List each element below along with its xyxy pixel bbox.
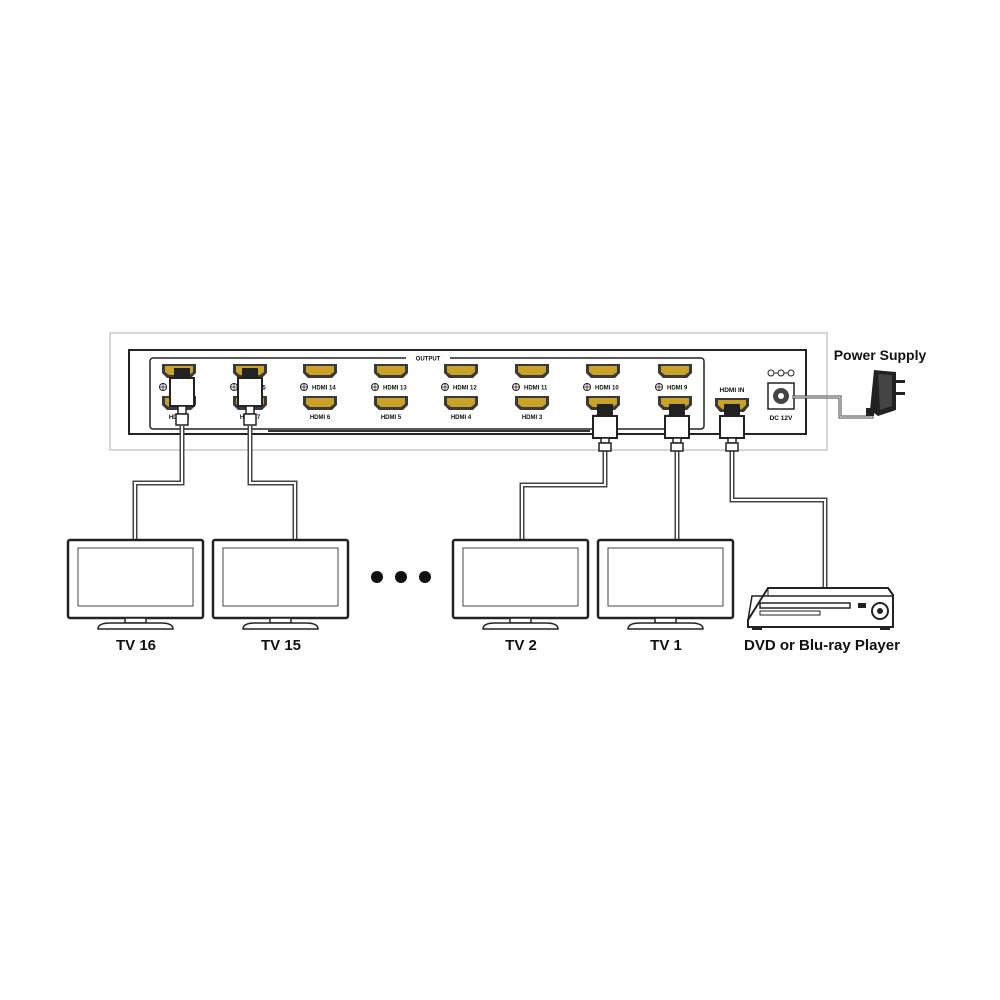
output-label: OUTPUT <box>416 357 441 363</box>
dc-polarity-icon <box>767 369 795 377</box>
tv-15: TV 15 <box>211 538 350 654</box>
port-label-hdmi-10: HDMI 10 <box>595 386 619 392</box>
hdmi-output-port-hdmi-6[interactable] <box>303 396 337 410</box>
hdmi-output-port-hdmi-12[interactable] <box>444 364 478 378</box>
port-label-hdmi-9: HDMI 9 <box>667 386 688 392</box>
tv-16-label: TV 16 <box>116 637 156 654</box>
port-label-hdmi-12: HDMI 12 <box>453 386 477 392</box>
power-adapter-icon <box>866 370 905 416</box>
hdmi-output-port-hdmi-10[interactable] <box>586 364 620 378</box>
port-label-hdmi-13: HDMI 13 <box>383 386 407 392</box>
hdmi-cables <box>132 426 828 588</box>
hdmi-plug-tv2 <box>592 404 618 452</box>
port-label-hdmi-4: HDMI 4 <box>451 415 472 421</box>
dc-12v-label: DC 12V <box>770 415 793 422</box>
dvd-player-icon <box>747 587 894 630</box>
source-label: DVD or Blu-ray Player <box>744 637 900 654</box>
tv-1-label: TV 1 <box>650 637 682 654</box>
hdmi-output-port-hdmi-14[interactable] <box>303 364 337 378</box>
hdmi-output-port-hdmi-9[interactable] <box>658 364 692 378</box>
hdmi-output-port-hdmi-4[interactable] <box>444 396 478 410</box>
hdmi-plug-tv1 <box>664 404 690 452</box>
port-label-hdmi-5: HDMI 5 <box>381 415 402 421</box>
tv-1: TV 1 <box>596 538 735 654</box>
hdmi-output-port-hdmi-3[interactable] <box>515 396 549 410</box>
hdmi-plug-tv15 <box>237 368 263 426</box>
tv-2-label: TV 2 <box>505 637 537 654</box>
ellipsis-dots <box>371 571 431 583</box>
port-label-hdmi-14: HDMI 14 <box>312 386 336 392</box>
hdmi-output-port-hdmi-5[interactable] <box>374 396 408 410</box>
hdmi-in-label: HDMI IN <box>720 387 745 394</box>
tv-2: TV 2 <box>451 538 590 654</box>
port-label-hdmi-3: HDMI 3 <box>522 415 543 421</box>
hdmi-output-port-hdmi-13[interactable] <box>374 364 408 378</box>
tv-16: TV 16 <box>66 538 205 654</box>
port-label-hdmi-11: HDMI 11 <box>524 386 548 392</box>
power-supply-label: Power Supply <box>834 347 927 363</box>
hdmi-plug-tv16 <box>169 368 195 426</box>
tv-15-label: TV 15 <box>261 637 301 654</box>
hdmi-plug-input <box>719 404 745 452</box>
hdmi-output-port-hdmi-11[interactable] <box>515 364 549 378</box>
dc-power-jack[interactable] <box>767 382 795 410</box>
port-label-hdmi-6: HDMI 6 <box>310 415 331 421</box>
